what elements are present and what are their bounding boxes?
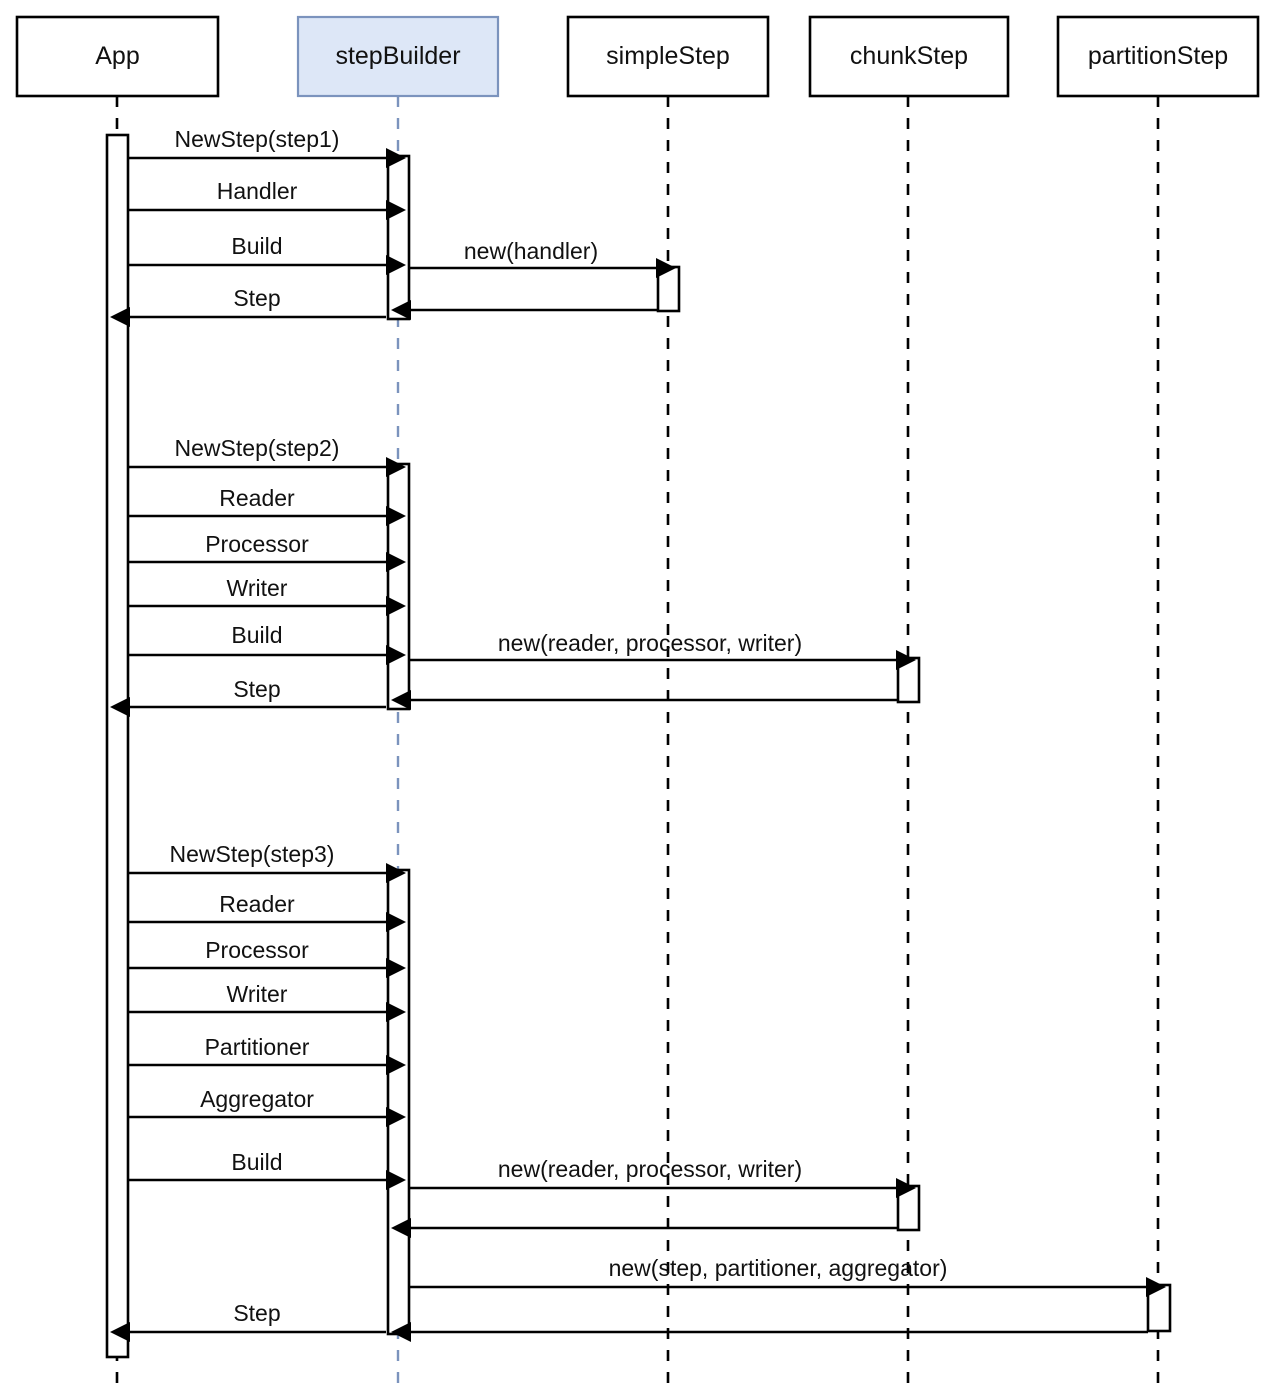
- message-m8[interactable]: Reader: [128, 485, 406, 526]
- message-m18[interactable]: Writer: [128, 981, 406, 1022]
- arrow-head-m1: [386, 148, 406, 168]
- message-m20[interactable]: Aggregator: [128, 1086, 406, 1127]
- arrow-head-m16: [386, 912, 406, 932]
- arrow-head-m2: [386, 200, 406, 220]
- participant-box-stepBuilder[interactable]: stepBuilder: [296, 15, 500, 98]
- message-label-m11: Build: [231, 622, 282, 648]
- message-label-m10: Writer: [227, 575, 288, 601]
- message-label-m16: Reader: [219, 891, 295, 917]
- message-m19[interactable]: Partitioner: [128, 1034, 406, 1075]
- participant-box-simpleStep[interactable]: simpleStep: [566, 15, 770, 98]
- message-label-m14: Step: [233, 676, 280, 702]
- message-label-m12: new(reader, processor, writer): [498, 630, 802, 656]
- message-label-m15: NewStep(step3): [170, 841, 335, 867]
- arrow-head-m21: [386, 1170, 406, 1190]
- arrow-head-m6: [110, 307, 130, 327]
- arrow-head-m20: [386, 1107, 406, 1127]
- participant-label-partitionStep: partitionStep: [1088, 42, 1228, 70]
- message-label-m20: Aggregator: [200, 1086, 314, 1112]
- arrow-head-m24: [1146, 1277, 1166, 1297]
- activation-bar-stepBuilder: [386, 154, 411, 321]
- participant-boxes-layer: App stepBuilder simpleStep chunkStep partiti…: [15, 15, 1260, 98]
- participant-rect-chunkStep: [808, 15, 1010, 98]
- message-label-m4: new(handler): [464, 238, 598, 264]
- message-m23[interactable]: [391, 1218, 898, 1238]
- arrow-head-m23: [391, 1218, 411, 1238]
- arrow-head-m26: [391, 1322, 411, 1342]
- message-m2[interactable]: Handler: [128, 178, 406, 220]
- message-label-m17: Processor: [205, 937, 309, 963]
- participant-rect-partitionStep: [1056, 15, 1260, 98]
- message-label-m8: Reader: [219, 485, 295, 511]
- message-m10[interactable]: Writer: [128, 575, 406, 616]
- participant-label-chunkStep: chunkStep: [850, 42, 968, 70]
- arrow-head-m15: [386, 863, 406, 883]
- arrow-head-m22: [896, 1178, 916, 1198]
- message-label-m1: NewStep(step1): [175, 126, 340, 152]
- arrow-head-m25: [110, 1322, 130, 1342]
- message-m11[interactable]: Build: [128, 622, 406, 665]
- arrow-head-m19: [386, 1055, 406, 1075]
- message-label-m3: Build: [231, 233, 282, 259]
- message-label-m9: Processor: [205, 531, 309, 557]
- activation-bar-stepBuilder: [386, 868, 411, 1336]
- message-m17[interactable]: Processor: [128, 937, 406, 978]
- message-m1[interactable]: NewStep(step1): [128, 126, 406, 168]
- participant-label-simpleStep: simpleStep: [606, 42, 730, 70]
- message-label-m18: Writer: [227, 981, 288, 1007]
- message-m25[interactable]: Step: [110, 1300, 386, 1342]
- message-label-m25: Step: [233, 1300, 280, 1326]
- message-m22[interactable]: new(reader, processor, writer): [409, 1156, 916, 1198]
- message-label-m7: NewStep(step2): [175, 435, 340, 461]
- message-label-m6: Step: [233, 285, 280, 311]
- message-m9[interactable]: Processor: [128, 531, 406, 572]
- message-label-m22: new(reader, processor, writer): [498, 1156, 802, 1182]
- arrow-head-m10: [386, 596, 406, 616]
- message-m12[interactable]: new(reader, processor, writer): [409, 630, 916, 670]
- arrow-head-m18: [386, 1002, 406, 1022]
- arrow-head-m5: [391, 300, 411, 320]
- message-m21[interactable]: Build: [128, 1149, 406, 1190]
- arrow-head-m3: [386, 255, 406, 275]
- participant-box-app[interactable]: App: [15, 15, 220, 98]
- participant-label-app: App: [95, 42, 139, 70]
- activation-bar-stepBuilder: [386, 462, 411, 711]
- message-m15[interactable]: NewStep(step3): [128, 841, 406, 883]
- message-m14[interactable]: Step: [110, 676, 386, 717]
- arrow-head-m9: [386, 552, 406, 572]
- message-m13[interactable]: [391, 690, 898, 710]
- message-label-m24: new(step, partitioner, aggregator): [609, 1255, 948, 1281]
- arrow-head-m7: [386, 457, 406, 477]
- activation-bar-app: [105, 133, 130, 1359]
- participant-box-chunkStep[interactable]: chunkStep: [808, 15, 1010, 98]
- participant-label-stepBuilder: stepBuilder: [335, 42, 460, 70]
- arrow-head-m14: [110, 697, 130, 717]
- message-m3[interactable]: Build: [128, 233, 406, 275]
- participant-box-partitionStep[interactable]: partitionStep: [1056, 15, 1260, 98]
- arrow-head-m11: [386, 645, 406, 665]
- message-m24[interactable]: new(step, partitioner, aggregator): [409, 1255, 1166, 1297]
- message-label-m2: Handler: [217, 178, 298, 204]
- participant-rect-simpleStep: [566, 15, 770, 98]
- arrow-head-m17: [386, 958, 406, 978]
- message-label-m19: Partitioner: [205, 1034, 310, 1060]
- message-m6[interactable]: Step: [110, 285, 386, 327]
- message-m16[interactable]: Reader: [128, 891, 406, 932]
- message-m4[interactable]: new(handler): [409, 238, 676, 278]
- message-m5[interactable]: [391, 300, 658, 320]
- message-m7[interactable]: NewStep(step2): [128, 435, 406, 477]
- message-m26[interactable]: [391, 1322, 1148, 1342]
- participant-rect-app: [15, 15, 220, 98]
- arrow-head-m4: [656, 258, 676, 278]
- activations-layer: [105, 133, 1172, 1359]
- arrow-head-m13: [391, 690, 411, 710]
- participant-rect-stepBuilder: [296, 15, 500, 98]
- message-label-m21: Build: [231, 1149, 282, 1175]
- arrow-head-m12: [896, 650, 916, 670]
- arrow-head-m8: [386, 506, 406, 526]
